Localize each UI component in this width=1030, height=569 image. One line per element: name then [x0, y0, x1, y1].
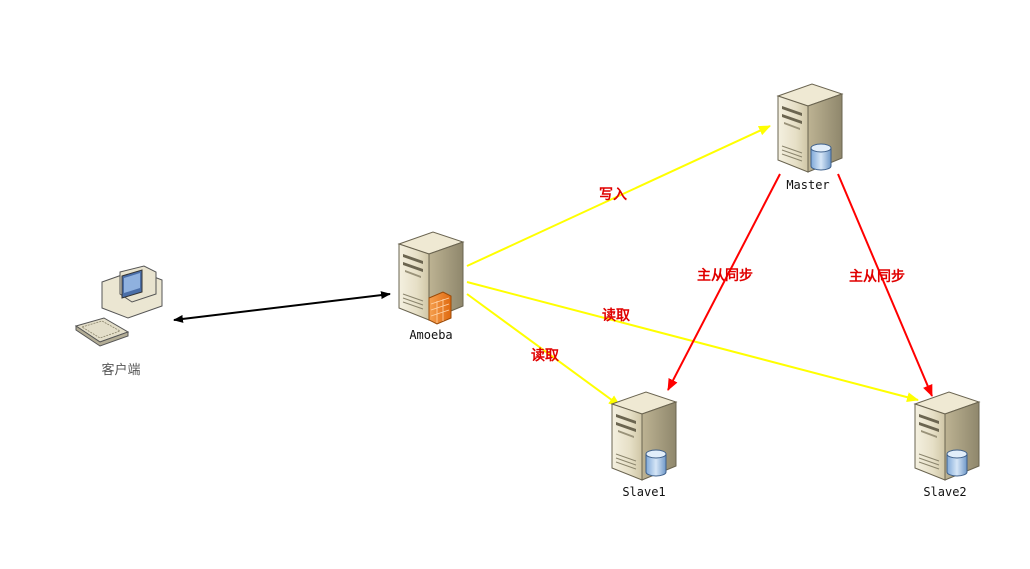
edge-amoeba-master [466, 125, 771, 267]
edge-label-sync-slave1: 主从同步 [697, 267, 753, 284]
slave1-label: Slave1 [622, 485, 665, 499]
edge-label-read-slave2: 读取 [602, 307, 631, 324]
firewall-icon [428, 291, 452, 325]
edge-master-slave2 [837, 173, 933, 397]
slave2-node: Slave2 [914, 391, 980, 499]
edge-master-slave1 [667, 173, 781, 391]
slave1-node: Slave1 [611, 391, 677, 499]
database-icon [645, 449, 667, 477]
edge-label-write: 写入 [599, 187, 627, 203]
edge-amoeba-slave1 [466, 293, 621, 407]
amoeba-node: Amoeba [398, 231, 464, 342]
database-icon [946, 449, 968, 477]
computer-icon [74, 265, 163, 347]
slave2-label: Slave2 [923, 485, 966, 499]
server-icon [777, 83, 843, 173]
edge-label-read-slave1: 读取 [531, 347, 560, 364]
client-label: 客户端 [101, 362, 140, 378]
database-icon [810, 143, 832, 171]
edge-label-sync-slave2: 主从同步 [849, 268, 905, 285]
master-node: Master [777, 83, 843, 192]
edge-client-amoeba [173, 291, 391, 323]
master-label: Master [786, 178, 829, 192]
amoeba-label: Amoeba [409, 328, 452, 342]
client-node: 客户端 [74, 265, 163, 378]
